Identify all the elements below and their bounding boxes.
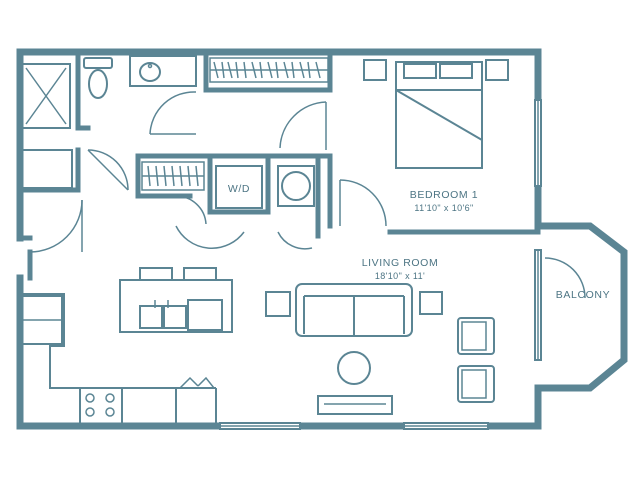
stove [79,387,123,425]
windows [219,99,542,430]
doors [29,149,586,299]
nightstand-left [363,59,387,81]
bedroom-label: BEDROOM 1 [410,189,478,201]
balcony-label: BALCONY [556,289,610,301]
living-room-label: LIVING ROOM [362,257,439,269]
side-table-left [265,291,291,317]
bar-stool-1 [139,267,173,281]
bathroom [21,55,197,189]
sofa [295,283,413,337]
bedroom-closet [209,57,329,150]
exterior-walls [16,48,628,430]
living-room-dimensions: 18'10" x 11' [375,271,425,281]
nightstand-right [485,59,509,81]
coffee-table [337,351,371,385]
armchair-top [457,317,495,355]
laundry-label: W/D [228,183,250,195]
bedroom-furniture [363,59,509,169]
tv-console [317,395,393,415]
hall-closet [141,161,205,191]
toilet [83,57,113,99]
washer-dryer: W/D [175,165,315,250]
armchair-bottom [457,365,495,403]
living-furniture [265,283,495,415]
bed [395,61,483,169]
bar-stool-2 [183,267,217,281]
kitchen-island [119,279,233,333]
kitchen [20,267,233,425]
bedroom-dimensions: 11'10" x 10'6" [414,203,473,213]
side-table-right [419,291,443,315]
bathroom-sink [129,55,197,87]
interior-walls [17,49,541,281]
